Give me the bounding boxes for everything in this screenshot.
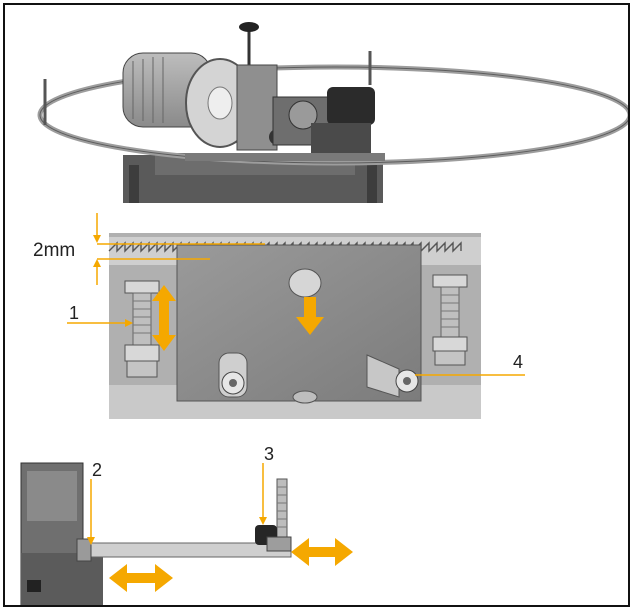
callout-number-4: 4 [513,352,524,372]
center-knob [288,268,322,298]
double-arrow-horizontal-icon [109,564,173,592]
support-arm [80,542,292,558]
support-arm-photo [20,462,292,605]
callout-number-3: 3 [264,444,275,464]
lower-left-screw [218,352,248,398]
gap-dimension-marker [93,213,265,285]
feed-motor [327,87,375,125]
double-arrow-vertical-icon [152,285,176,351]
callout-number-2: 2 [92,460,103,480]
double-arrow-horizontal-icon [291,538,353,566]
document-frame: 2mm 1 4 2 3 [3,3,630,607]
lower-right-screw [366,354,419,398]
gap-label: 2mm [33,240,76,261]
clamp-closeup-photo [108,233,481,419]
callout-number-1: 1 [69,303,80,323]
top-knob-icon [239,22,259,32]
illustration-canvas [20,22,628,605]
arrow-down-icon [296,297,324,335]
left-adjust-bolt [124,280,160,378]
machine-photo [37,22,628,203]
right-adjust-bolt [432,274,468,366]
